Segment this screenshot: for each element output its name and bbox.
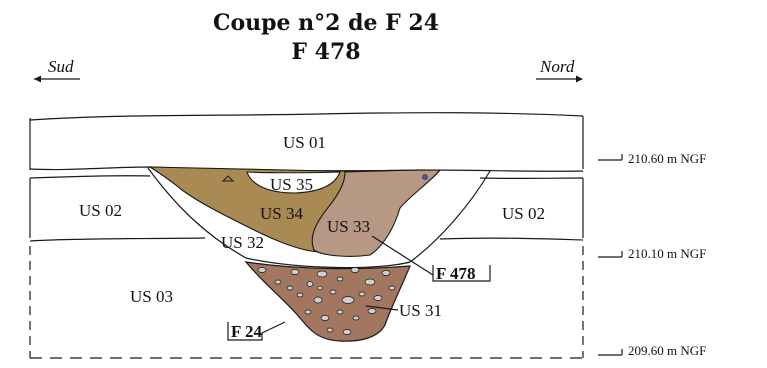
pebble-icon <box>373 295 383 301</box>
pebbles-group <box>257 267 396 335</box>
pebble-icon <box>364 278 376 286</box>
f478-leader-line <box>371 235 434 276</box>
north-label: Nord <box>539 57 575 76</box>
pebble-icon <box>350 267 360 273</box>
pebble-icon <box>367 308 377 314</box>
south-label: Sud <box>48 57 74 76</box>
pebble-icon <box>316 270 328 278</box>
pebble-icon <box>304 309 312 315</box>
us33-label: US 33 <box>327 217 370 236</box>
us31-label: US 31 <box>399 301 442 320</box>
us03-label: US 03 <box>130 287 173 306</box>
us33-fill <box>311 169 442 257</box>
elevation-label-2: 210.10 m NGF <box>628 246 706 261</box>
us01-label: US 01 <box>283 133 326 152</box>
ground-surface-line <box>29 112 584 121</box>
us35-label: US 35 <box>270 175 313 194</box>
pebble-icon <box>336 309 344 315</box>
section-frame <box>29 112 584 359</box>
us34-label: US 34 <box>260 204 303 223</box>
pebble-icon <box>274 279 282 285</box>
us02-top-left-line <box>29 175 151 179</box>
pebble-icon <box>326 327 334 333</box>
elevation-label-3: 209.60 m NGF <box>628 343 706 358</box>
us02-base-left-line <box>29 237 206 242</box>
title-line-1: Coupe n°2 de F 24 <box>213 10 439 36</box>
us35-lens <box>246 171 341 194</box>
us02-left-label: US 02 <box>79 201 122 220</box>
pit-cut-outline <box>147 167 491 269</box>
pebble-icon <box>286 285 294 291</box>
triangle-inclusion-icon <box>221 175 235 182</box>
pebble-icon <box>352 315 360 321</box>
pebble-icon <box>329 289 337 295</box>
south-arrowhead-icon <box>34 75 41 83</box>
pebble-icon <box>257 267 267 273</box>
title-line-2: F 478 <box>291 39 360 65</box>
pebble-icon <box>306 281 314 287</box>
elevation-marker-3: 209.60 m NGF <box>598 343 706 358</box>
pebble-icon <box>296 292 304 298</box>
us32-label: US 32 <box>221 233 264 252</box>
pebble-icon <box>381 270 391 276</box>
pebble-icon <box>341 296 355 304</box>
pebble-icon <box>336 276 344 282</box>
f24-leader-line <box>261 321 286 334</box>
south-indicator: Sud <box>34 57 80 83</box>
elevation-marker-1: 210.60 m NGF <box>598 151 706 166</box>
f24-label-box: F 24 <box>227 322 263 341</box>
f24-label: F 24 <box>231 322 263 341</box>
north-indicator: Nord <box>536 57 583 83</box>
pebble-icon <box>317 285 323 291</box>
us31-leader-line <box>365 305 399 311</box>
pebble-icon <box>358 291 366 297</box>
elevation-label-1: 210.60 m NGF <box>628 151 706 166</box>
f24-bracket <box>227 322 263 341</box>
pebble-icon <box>313 296 323 304</box>
f478-label: F 478 <box>436 264 476 283</box>
north-arrowhead-icon <box>576 75 583 83</box>
us02-right-label: US 02 <box>502 204 545 223</box>
pebble-icon <box>320 315 330 321</box>
pebble-icon <box>290 269 300 275</box>
f478-label-box: F 478 <box>432 264 491 283</box>
elevation-marker-2: 210.10 m NGF <box>598 246 706 261</box>
pebble-icon <box>342 329 352 335</box>
blue-dot-inclusion-icon <box>422 174 428 180</box>
pebble-icon <box>388 285 396 291</box>
us02-base-right-line <box>439 237 584 241</box>
f478-bracket <box>432 265 491 282</box>
